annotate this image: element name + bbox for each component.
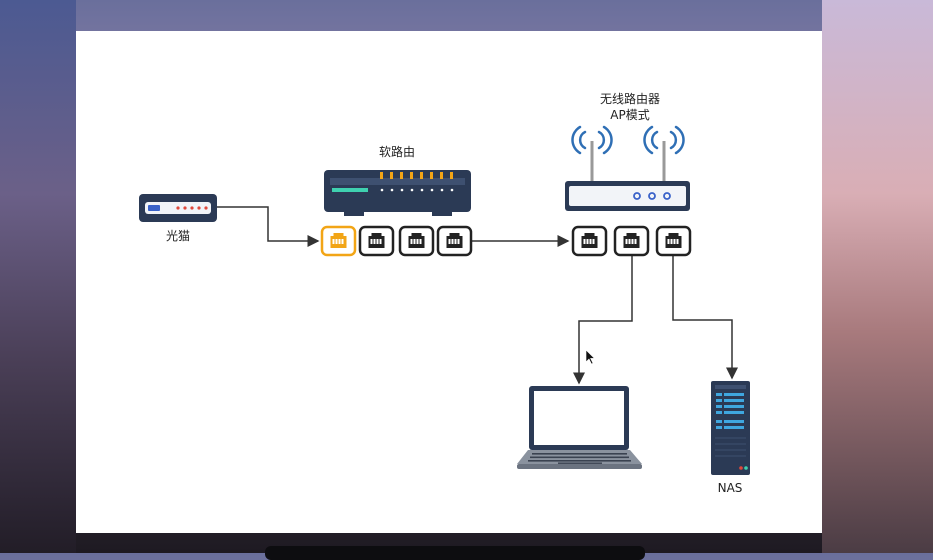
link-ap-to-laptop	[573, 256, 633, 385]
wifi-signal-left-icon	[571, 125, 613, 155]
wifi-signal-right-icon	[643, 125, 685, 155]
soft-router-port-lan-3	[436, 225, 473, 257]
modem-label: 光猫	[166, 229, 190, 243]
link-modem-to-router	[217, 206, 320, 247]
wireless-router-label-line1: 无线路由器	[600, 91, 660, 106]
modem-device	[139, 194, 217, 222]
soft-router-port-lan-1	[358, 225, 395, 257]
wireless-router-label-line2: AP模式	[610, 108, 649, 122]
link-ap-to-nas	[672, 256, 738, 380]
slide-canvas: 光猫 软路由	[76, 31, 822, 533]
nas-label: NAS	[718, 481, 743, 495]
wireless-router-port-1	[571, 225, 608, 257]
soft-router-port-wan	[320, 225, 357, 257]
nas-server-icon	[711, 381, 750, 475]
taskbar-strip	[265, 546, 645, 560]
wireless-router-port-2	[613, 225, 650, 257]
laptop-icon	[517, 386, 642, 469]
soft-router-label: 软路由	[379, 144, 415, 159]
mouse-pointer-icon	[585, 349, 596, 365]
wireless-router-device	[565, 125, 690, 211]
wireless-router-port-3	[655, 225, 692, 257]
soft-router-device	[324, 170, 471, 216]
soft-router-port-lan-2	[398, 225, 435, 257]
